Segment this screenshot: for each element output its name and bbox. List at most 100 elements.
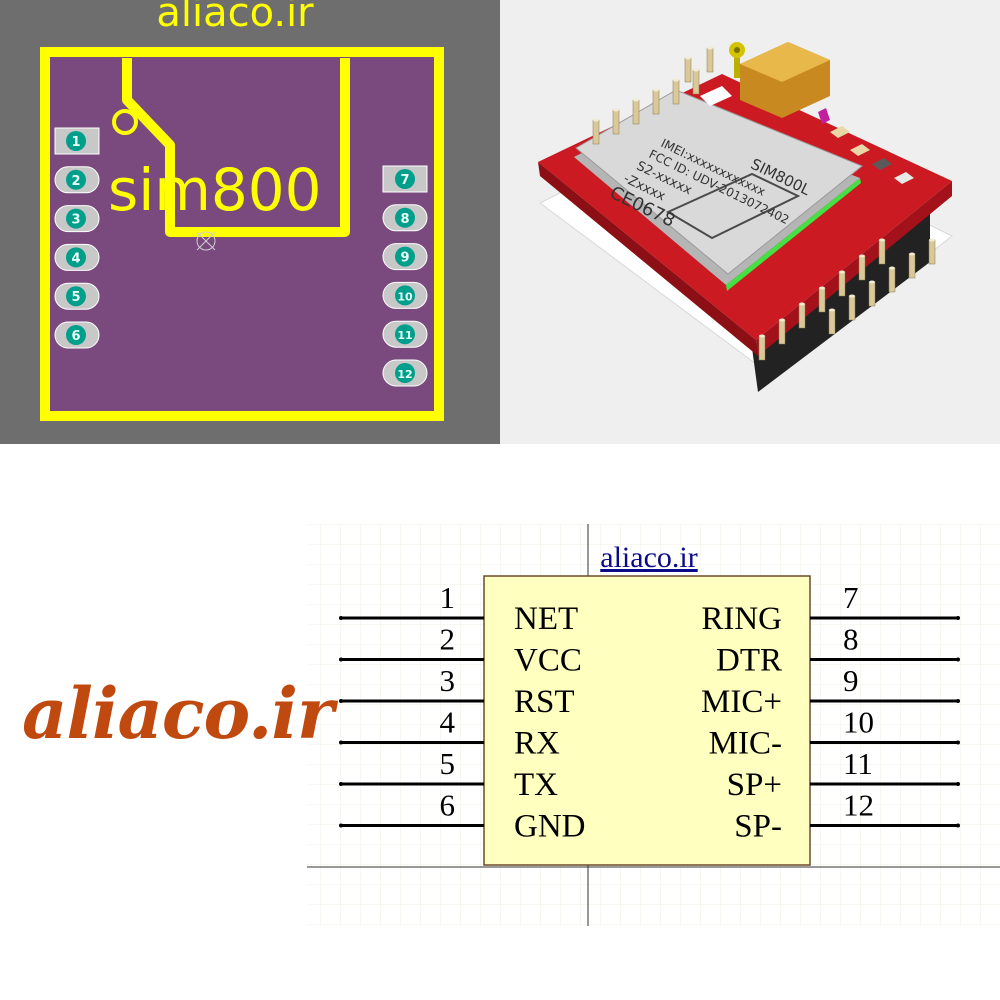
pin-name: DTR (716, 643, 782, 679)
pcb-outline (40, 47, 444, 421)
pin-name: SP- (734, 809, 782, 845)
module-pin (878, 238, 886, 265)
module-3d-canvas: SIM800L IMEI:xxxxxxxxxxxx FCC ID: UDV-20… (500, 0, 1000, 444)
pcb-watermark: aliaco.ir (156, 0, 314, 36)
module-pin (632, 98, 640, 125)
pcb-pad-number: 1 (71, 135, 80, 150)
module-pin (888, 266, 896, 293)
module-3d-view: SIM800L IMEI:xxxxxxxxxxxx FCC ID: UDV-20… (500, 0, 1000, 444)
pcb-right-pads: 7 8 9 10 11 12 (382, 165, 428, 387)
module-pin (908, 252, 916, 279)
pcb-pad-number: 12 (397, 368, 412, 381)
origin-crosshair-icon (196, 231, 216, 251)
pcb-pad: 11 (382, 320, 428, 348)
pcb-pad: 10 (382, 281, 428, 309)
pin-name: TX (514, 767, 558, 803)
module-pin (828, 308, 836, 335)
module-pin (612, 108, 620, 135)
module-pin (858, 254, 866, 281)
module-pin (684, 56, 692, 83)
pin-number: 8 (843, 622, 859, 657)
brand-watermark: aliaco.ir (22, 672, 334, 755)
module-pin (928, 238, 936, 265)
module-pin (758, 334, 766, 361)
pcb-pad-number: 8 (400, 212, 409, 227)
module-pin (692, 68, 700, 95)
module-pin (672, 78, 680, 105)
module-pin (798, 302, 806, 329)
pcb-module-outline (122, 58, 350, 237)
sim-holder-mark (700, 86, 732, 106)
shield-label-box (665, 172, 801, 240)
pin-number: 5 (440, 746, 456, 781)
pcb-pad-number: 3 (71, 213, 80, 228)
smd-magenta-part (818, 108, 830, 124)
schematic-pin-rx: 4RX (339, 705, 560, 762)
pin-name: RING (701, 601, 782, 637)
pin-name: NET (514, 601, 578, 637)
module-pin (868, 280, 876, 307)
pcb-pad-number: 6 (71, 329, 80, 344)
pin-number: 10 (843, 705, 874, 740)
pcb-pad: 3 (54, 205, 100, 233)
pcb-pad: 1 (54, 127, 100, 155)
smd-components (830, 126, 914, 184)
pcb-pad-number: 2 (71, 174, 80, 189)
module-pin (706, 46, 714, 73)
pin-number: 11 (843, 746, 873, 781)
module-pcb-left-edge (538, 162, 758, 356)
pin-name: SP+ (727, 767, 782, 803)
module-pins (592, 46, 936, 361)
pin1-marker (112, 109, 138, 135)
pcb-pad: 12 (382, 359, 428, 387)
pcb-pad: 6 (54, 321, 100, 349)
pcb-left-pads: 1 2 3 4 5 6 (54, 127, 100, 349)
pin-number: 2 (440, 622, 456, 657)
pcb-pad-number: 9 (400, 251, 409, 266)
schematic-title-link[interactable]: aliaco.ir (600, 541, 697, 574)
pin-name: RST (514, 684, 575, 720)
module-pin (652, 88, 660, 115)
pcb-pad: 5 (54, 282, 100, 310)
module-pin (838, 270, 846, 297)
module-pin (778, 318, 786, 345)
module-pin (592, 118, 600, 145)
schematic-pin-tx: 5TX (339, 746, 558, 803)
pin-number: 6 (440, 788, 456, 823)
pin-number: 3 (440, 663, 456, 698)
pin-name: RX (514, 726, 560, 762)
ic-body (483, 575, 811, 866)
pin-number: 9 (843, 663, 859, 698)
antenna-post-icon (729, 42, 745, 78)
pcb-pad-number: 5 (71, 290, 80, 305)
pin-name: GND (514, 809, 586, 845)
pcb-pad: 2 (54, 166, 100, 194)
shield-green-line (726, 178, 861, 291)
pin-number: 12 (843, 788, 874, 823)
rf-shield-top (575, 89, 863, 275)
antenna-connector (740, 42, 830, 82)
pin-name: MIC+ (701, 684, 782, 720)
pcb-pad: 4 (54, 243, 100, 271)
pcb-pad: 9 (382, 243, 428, 271)
pcb-pad-number: 10 (397, 290, 413, 303)
pin-number: 1 (440, 580, 456, 615)
module-pin (848, 294, 856, 321)
pcb-pad-number: 7 (400, 173, 409, 188)
pin-number: 7 (843, 580, 859, 615)
pin-number: 4 (440, 705, 456, 740)
pcb-silkscreen-label: sim800 (108, 156, 322, 224)
pcb-pad: 7 (382, 165, 428, 193)
